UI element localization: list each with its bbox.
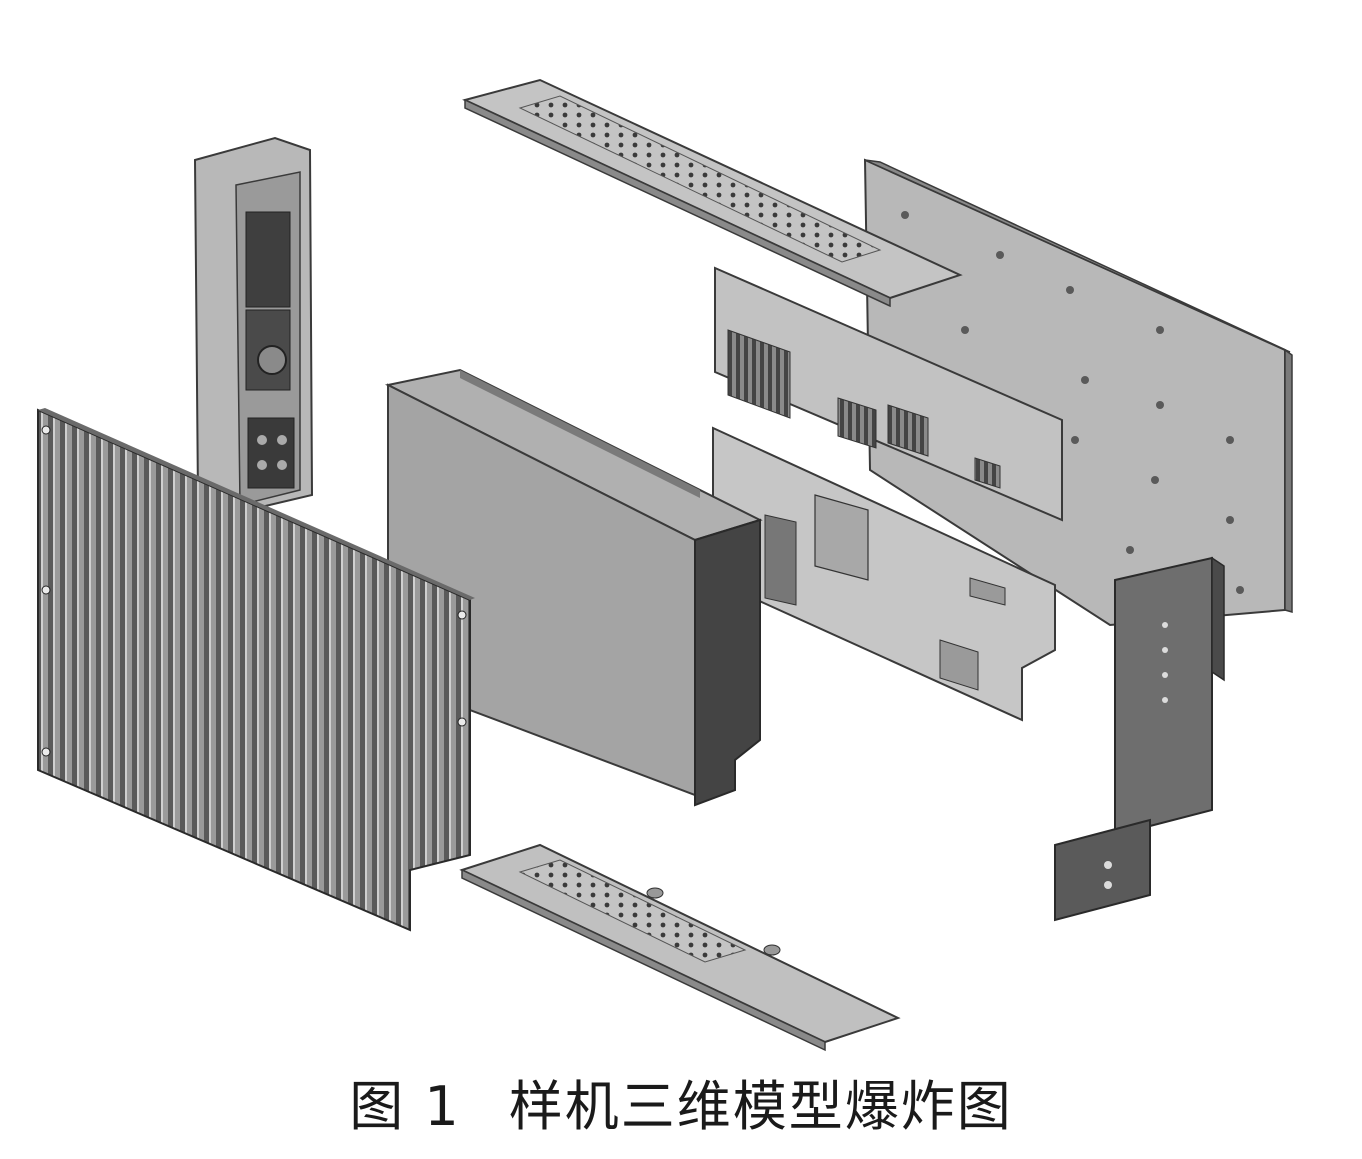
- heatsink-panel: [37, 408, 475, 932]
- exploded-view-diagram: [37, 78, 1293, 1052]
- electronics-module: [384, 368, 763, 807]
- connector-front-panel: [193, 136, 314, 514]
- circuit-board-upper: [714, 266, 1063, 522]
- figure-title: 样机三维模型爆炸图: [508, 1075, 1013, 1138]
- circuit-board-lower: [712, 426, 1056, 722]
- top-perforated-cover: [462, 78, 963, 308]
- rear-housing-plate: [863, 158, 1293, 627]
- bottom-perforated-cover: [459, 843, 901, 1052]
- mounting-bracket: [1054, 556, 1225, 922]
- figure-number: 图 1: [349, 1075, 461, 1138]
- figure-caption: 图 1 样机三维模型爆炸图: [0, 1062, 1362, 1141]
